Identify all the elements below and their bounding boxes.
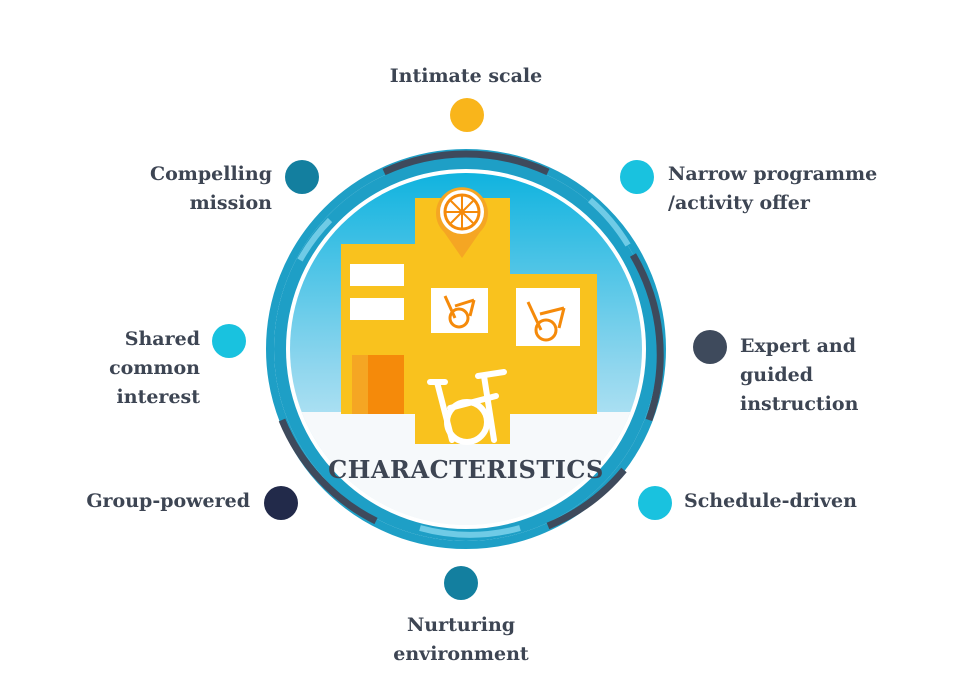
bike-icon-large xyxy=(427,369,507,445)
dot-expert-instruction xyxy=(693,330,727,364)
door xyxy=(368,355,404,414)
label-compelling-mission: Compelling mission xyxy=(149,163,272,214)
label-expert-instruction: Expert and guided instruction xyxy=(740,335,859,415)
bike-icon-small-2 xyxy=(526,301,566,342)
dot-group-powered xyxy=(264,486,298,520)
dot-shared-interest xyxy=(212,324,246,358)
label-schedule-driven: Schedule-driven xyxy=(684,490,857,512)
dot-nurturing-environment xyxy=(444,566,478,600)
dot-intimate-scale xyxy=(450,98,484,132)
bike-icon-small-1 xyxy=(443,295,476,329)
label-shared-interest: Shared common interest xyxy=(109,328,200,408)
dot-narrow-programme xyxy=(620,160,654,194)
dot-compelling-mission xyxy=(285,160,319,194)
center-title: CHARACTERISTICS xyxy=(328,455,604,484)
ring-highlights xyxy=(297,197,631,538)
building-group xyxy=(341,187,597,445)
dot-schedule-driven xyxy=(638,486,672,520)
label-intimate-scale: Intimate scale xyxy=(389,65,543,87)
ring-segments xyxy=(278,150,664,530)
label-nurturing-environment: Nurturing environment xyxy=(393,614,529,665)
label-group-powered: Group-powered xyxy=(86,490,250,512)
label-narrow-programme: Narrow programme /activity offer xyxy=(668,163,878,214)
